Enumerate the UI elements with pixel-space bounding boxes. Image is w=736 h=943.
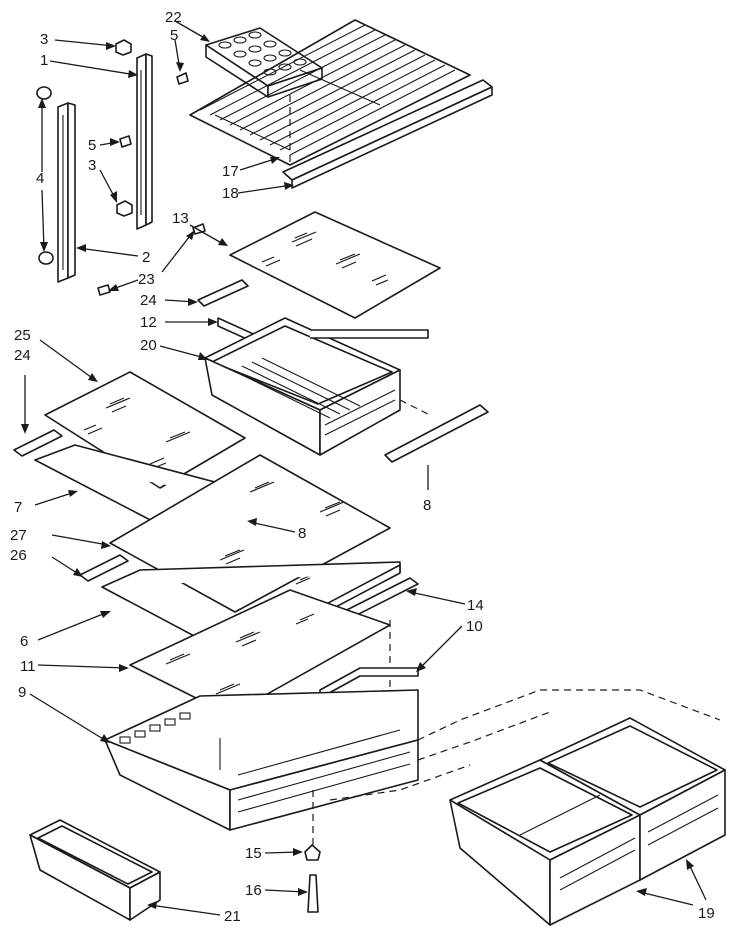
label-24-upper: 24 <box>140 292 157 309</box>
leader-lines <box>21 20 707 916</box>
label-3-top: 3 <box>40 31 48 48</box>
wire-shelf-17 <box>189 19 471 166</box>
label-21: 21 <box>224 908 241 925</box>
label-8-mid: 8 <box>298 525 306 542</box>
shelf-trim-18 <box>282 79 493 189</box>
door-bin-21 <box>29 819 161 921</box>
shelf-rail-1 <box>136 53 153 230</box>
label-14: 14 <box>467 597 484 614</box>
label-18: 18 <box>222 185 239 202</box>
label-19: 19 <box>698 905 715 922</box>
rail-cap-3-top <box>115 39 132 56</box>
label-15: 15 <box>245 845 262 862</box>
label-26: 26 <box>10 547 27 564</box>
label-5-top: 5 <box>170 27 178 44</box>
meat-pan-9 <box>104 689 419 831</box>
label-6: 6 <box>20 633 28 650</box>
label-16: 16 <box>245 882 262 899</box>
label-2: 2 <box>142 249 150 266</box>
label-9: 9 <box>18 684 26 701</box>
end-cap-4-top <box>36 86 52 100</box>
label-20: 20 <box>140 337 157 354</box>
label-17: 17 <box>222 163 239 180</box>
label-5-mid: 5 <box>88 137 96 154</box>
rail-8-right <box>384 404 489 463</box>
label-24-lower: 24 <box>14 347 31 364</box>
end-cap-4-bottom <box>38 251 54 265</box>
label-11: 11 <box>20 658 36 675</box>
label-22: 22 <box>165 9 182 26</box>
screw-23-b <box>97 284 111 296</box>
shaft-16 <box>307 790 319 913</box>
control-15 <box>304 844 321 861</box>
glass-shelf-13 <box>229 211 441 319</box>
side-trim-26 <box>79 554 129 582</box>
screw-5-top <box>176 72 189 85</box>
drawer-20 <box>204 317 429 456</box>
screw-5-mid <box>119 135 132 148</box>
label-25: 25 <box>14 327 31 344</box>
label-4: 4 <box>36 170 44 187</box>
label-12: 12 <box>140 314 157 331</box>
label-27: 27 <box>10 527 27 544</box>
crisper-19 <box>329 689 726 926</box>
label-7: 7 <box>14 499 22 516</box>
side-trim-24-upper <box>197 279 249 307</box>
label-8-right: 8 <box>423 497 431 514</box>
label-10: 10 <box>466 618 483 635</box>
shelf-rail-2 <box>57 102 76 283</box>
label-1: 1 <box>40 52 48 69</box>
callout-labels: 22 3 5 1 5 3 4 2 23 17 18 13 24 12 20 25… <box>10 9 715 925</box>
rail-cap-3-mid <box>116 200 133 217</box>
label-3-mid: 3 <box>88 157 96 174</box>
label-13: 13 <box>172 210 189 227</box>
label-23: 23 <box>138 271 155 288</box>
side-trim-24-lower <box>13 429 63 457</box>
